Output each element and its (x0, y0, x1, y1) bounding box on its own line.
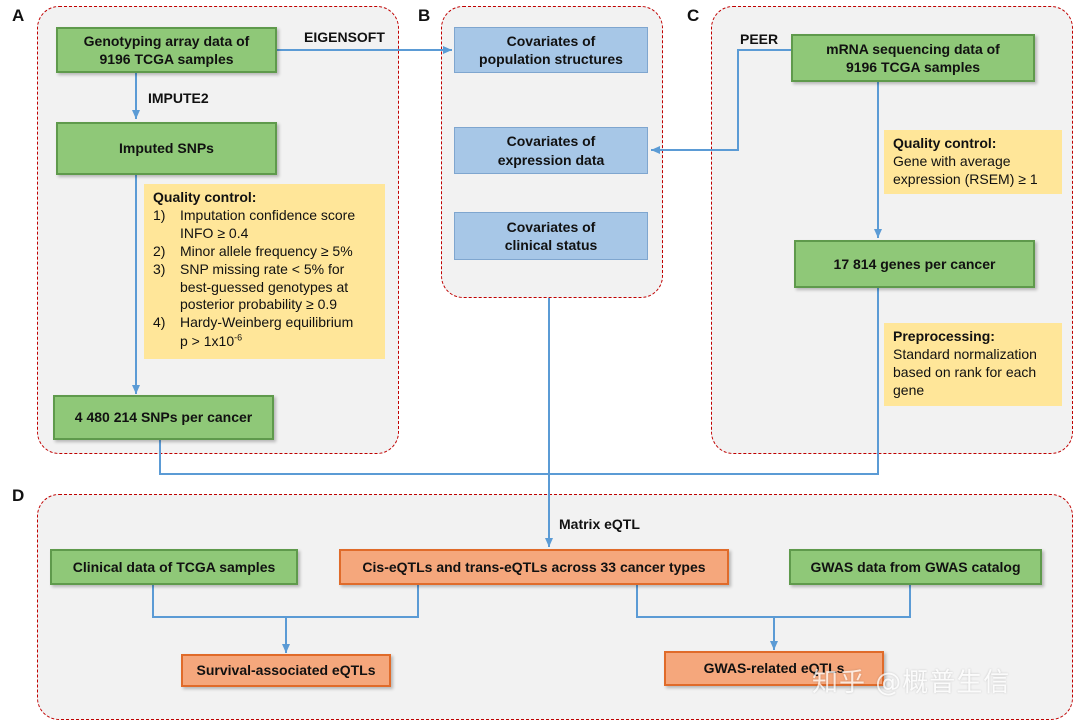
qc-item: 2)Minor allele frequency ≥ 5% (153, 242, 353, 259)
qc-item: 3)SNP missing rate < 5% for best-guessed… (153, 260, 349, 313)
panel-c-label: C (687, 6, 700, 25)
matrix-eqtl-label: Matrix eQTL (559, 516, 640, 532)
gwas-data-box: GWAS data from GWAS catalog (789, 549, 1042, 585)
genotyping-array-box: Genotyping array data of 9196 TCGA sampl… (56, 27, 277, 73)
gwas-related-eqtls-box: GWAS-related eQTLs (664, 651, 884, 686)
panel-d-label: D (12, 486, 25, 505)
preprocessing-note: Preprocessing: Standard normalization ba… (884, 323, 1062, 406)
qc-item: 1)Imputation confidence score INFO ≥ 0.4 (153, 206, 356, 241)
snps-per-cancer-box: 4 480 214 SNPs per cancer (53, 395, 274, 440)
eigensoft-label: EIGENSOFT (304, 29, 385, 45)
line-gwas-bracket (636, 585, 911, 618)
survival-eqtls-box: Survival-associated eQTLs (181, 654, 391, 687)
covariates-population-box: Covariates of population structures (454, 27, 648, 73)
qc-note-genes: Quality control: Gene with average expre… (884, 130, 1062, 194)
line-snps-merge (159, 288, 879, 475)
qc-item: 4) Hardy-Weinberg equilibrium p > 1x10-6 (153, 314, 354, 349)
qc-list: 1)Imputation confidence score INFO ≥ 0.4… (153, 207, 376, 351)
qc-note-snps: Quality control: 1)Imputation confidence… (144, 184, 385, 359)
watermark: 知乎 @概普生信 (812, 668, 1011, 698)
peer-label: PEER (740, 31, 779, 47)
cis-trans-eqtls-box: Cis-eQTLs and trans-eQTLs across 33 canc… (339, 549, 729, 585)
clinical-data-box: Clinical data of TCGA samples (50, 549, 298, 585)
covariates-expression-box: Covariates of expression data (454, 127, 648, 174)
impute2-label: IMPUTE2 (148, 90, 209, 106)
arrow-peer (651, 49, 791, 154)
covariates-clinical-box: Covariates of clinical status (454, 212, 648, 260)
panel-b-label: B (418, 6, 431, 25)
mrna-sequencing-box: mRNA sequencing data of 9196 TCGA sample… (791, 34, 1035, 82)
qc-note-title: Quality control: (153, 189, 257, 205)
imputed-snps-box: Imputed SNPs (56, 122, 277, 175)
hwe-threshold: p > 1x10-6 (180, 332, 243, 349)
line-survival-bracket (152, 585, 419, 618)
genes-per-cancer-box: 17 814 genes per cancer (794, 240, 1035, 288)
panel-a-label: A (12, 6, 25, 25)
